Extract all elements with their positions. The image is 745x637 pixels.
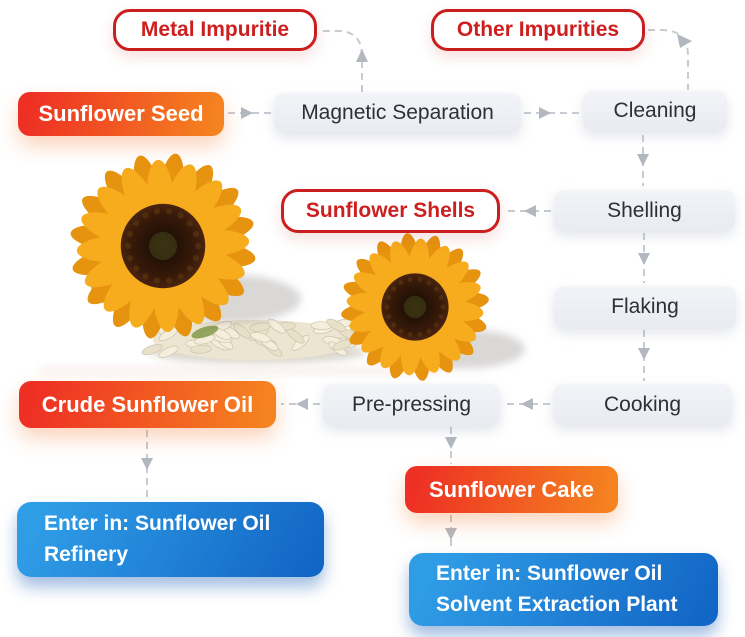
- node-sunflower-seed-label: Sunflower Seed: [38, 101, 204, 126]
- node-pre-pressing-label: Pre-pressing: [351, 393, 472, 416]
- arrowhead-up-icon: [356, 49, 368, 62]
- node-sunflower-shells-label: Sunflower Shells: [305, 199, 476, 222]
- node-crude-sunflower-oil-label: Crude Sunflower Oil: [41, 391, 254, 417]
- node-cleaning-label: Cleaning: [613, 99, 697, 122]
- arrowhead-down-icon: [445, 437, 457, 449]
- node-sunflower-shells: Sunflower Shells: [281, 189, 500, 233]
- arrowhead-left-icon: [296, 398, 308, 410]
- node-other-impurities-label: Other Impurities: [456, 18, 620, 41]
- edge-magnetic-metal: [321, 30, 363, 92]
- node-magnetic-separation: Magnetic Separation: [274, 93, 521, 133]
- node-shelling: Shelling: [554, 190, 735, 231]
- node-magnetic-separation-label: Magnetic Separation: [301, 101, 494, 124]
- node-cleaning: Cleaning: [583, 91, 727, 131]
- node-metal-impurities-label: Metal Impuritie: [140, 18, 290, 41]
- node-crude-sunflower-oil: Crude Sunflower Oil: [19, 381, 276, 428]
- arrowhead-down-icon: [638, 253, 650, 265]
- node-sunflower-cake: Sunflower Cake: [405, 466, 618, 513]
- node-other-impurities: Other Impurities: [431, 9, 645, 51]
- node-cooking: Cooking: [553, 384, 732, 425]
- arrowhead-down-icon: [445, 528, 457, 540]
- arrowhead-right-icon: [241, 107, 253, 119]
- arrowhead-right-icon: [677, 34, 692, 48]
- node-sunflower-seed: Sunflower Seed: [18, 92, 224, 136]
- node-shelling-label: Shelling: [607, 198, 682, 222]
- edge-other-cleaning: [648, 29, 689, 90]
- arrowhead-left-icon: [524, 205, 536, 217]
- node-enter-solvent-plant: Enter in: Sunflower Oil Solvent Extracti…: [409, 553, 718, 626]
- node-flaking-label: Flaking: [611, 295, 679, 318]
- node-enter-refinery: Enter in: Sunflower Oil Refinery: [17, 502, 324, 577]
- node-enter-solvent-plant-label: Enter in: Sunflower Oil Solvent Extracti…: [436, 562, 678, 616]
- node-pre-pressing: Pre-pressing: [323, 384, 500, 426]
- arrowhead-down-icon: [638, 348, 650, 360]
- node-metal-impurities: Metal Impuritie: [113, 9, 317, 51]
- node-sunflower-cake-label: Sunflower Cake: [428, 476, 595, 502]
- arrowhead-right-icon: [539, 107, 551, 119]
- arrowhead-down-icon: [637, 154, 649, 166]
- node-flaking: Flaking: [554, 286, 736, 328]
- arrowhead-down-icon: [141, 458, 153, 470]
- node-enter-refinery-label: Enter in: Sunflower Oil Refinery: [44, 512, 271, 566]
- arrowhead-left-icon: [521, 398, 533, 410]
- node-cooking-label: Cooking: [603, 392, 682, 416]
